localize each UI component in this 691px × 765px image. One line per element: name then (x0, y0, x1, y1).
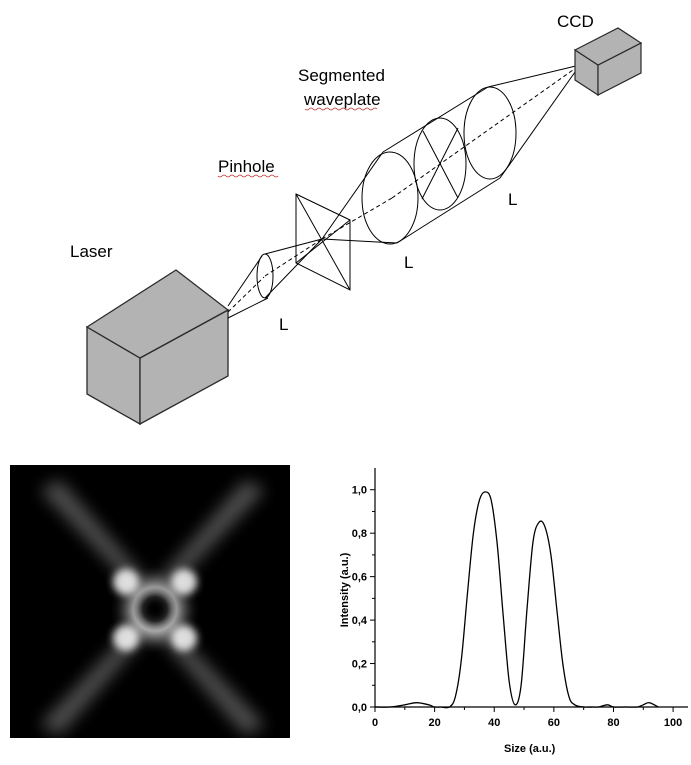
beam-pinhole-to-lens (321, 151, 398, 244)
x-tick-label: 0 (372, 717, 378, 729)
optical-setup-diagram (85, 27, 643, 426)
lens-mid (361, 151, 419, 245)
lens-small-label: L (279, 315, 288, 334)
intensity-profile-line (374, 491, 659, 709)
ccd-box (573, 27, 643, 97)
segmented-label-line1: Segmented (298, 66, 385, 85)
beam-lens-to-pinhole (264, 238, 323, 299)
y-tick-label: 0,4 (352, 615, 368, 627)
x-tick-label: 20 (428, 717, 440, 729)
x-tick-label: 40 (488, 717, 500, 729)
lens-mid-label: L (404, 253, 413, 272)
laser-box (85, 269, 230, 426)
beam-laser-to-lens (227, 255, 269, 319)
y-tick-label: 1,0 (352, 485, 367, 497)
y-tick-label: 0,2 (352, 659, 367, 671)
x-axis-title: Size (a.u.) (504, 743, 556, 755)
y-tick-label: 0,6 (352, 572, 367, 584)
waveplate-label-line2: waveplate (303, 90, 381, 109)
laser-label: Laser (70, 242, 113, 261)
tick-labels: 0 20 40 60 80 100 0,0 0,2 0,4 0,6 0,8 1,0 (352, 485, 683, 729)
pinhole-label: Pinhole (218, 157, 275, 176)
tick-marks (370, 489, 674, 712)
spellcheck-squiggle-waveplate (304, 107, 378, 111)
lens-far-label: L (508, 190, 517, 209)
beam-tube-edges (382, 64, 581, 244)
y-axis-title: Intensity (a.u.) (339, 552, 351, 627)
beam-to-ccd (487, 64, 581, 179)
spellcheck-squiggle-pinhole (217, 174, 279, 178)
ccd-label: CCD (557, 12, 594, 31)
x-tick-label: 80 (607, 717, 619, 729)
lens-far (463, 86, 517, 180)
pinhole (295, 193, 351, 291)
intensity-chart: 0 20 40 60 80 100 0,0 0,2 0,4 0,6 0,8 1,0 Size (a.u… (339, 468, 688, 755)
x-tick-label: 100 (664, 717, 682, 729)
x-tick-label: 60 (548, 717, 560, 729)
y-tick-label: 0,8 (352, 528, 367, 540)
y-tick-label: 0,0 (352, 702, 367, 714)
beam-intensity-image (10, 465, 290, 738)
